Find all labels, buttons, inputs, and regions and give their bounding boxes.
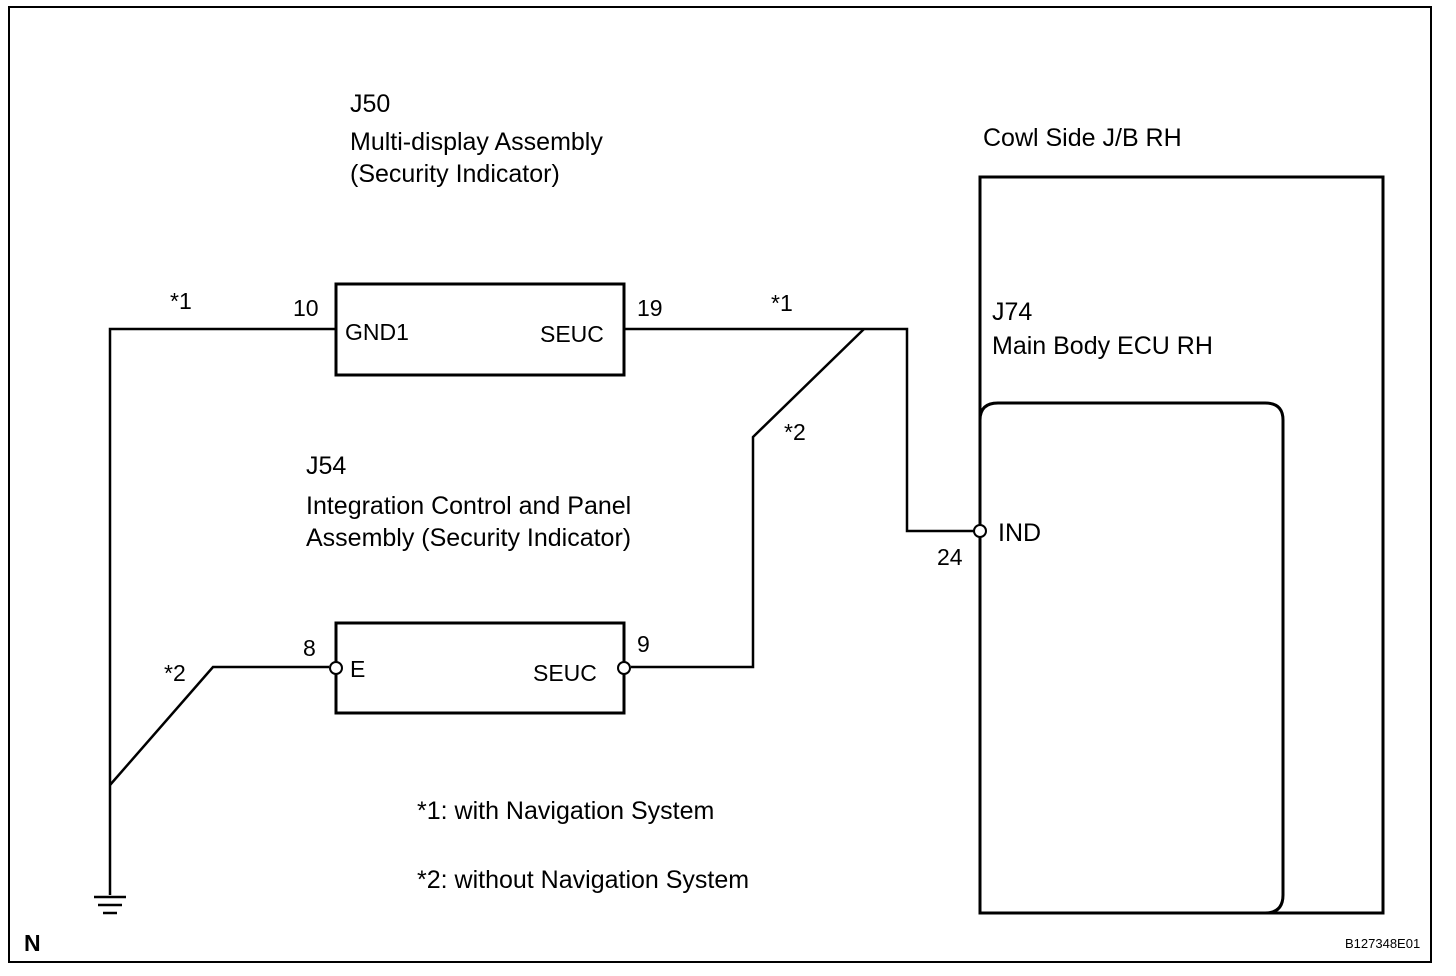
- note-without-navigation: *2: without Navigation System: [417, 866, 750, 894]
- j50-pin-seuc-number: 19: [637, 295, 663, 321]
- note-with-navigation: *1: with Navigation System: [417, 797, 715, 825]
- pin-ind-terminal: [973, 524, 987, 538]
- pin-j54-seuc-terminal: [617, 661, 631, 675]
- junction-block-title: Cowl Side J/B RH: [983, 124, 1182, 152]
- ecu-pin-ind-label: IND: [998, 519, 1042, 547]
- ecu-code: J74: [992, 298, 1033, 326]
- figure-id: B127348E01: [1345, 936, 1421, 951]
- j54-code: J54: [306, 452, 347, 480]
- wire-ground-no-nav: [109, 665, 329, 786]
- mark-ground-nav: *1: [170, 288, 192, 314]
- mark-ground-no-nav: *2: [164, 660, 186, 686]
- j54-pin-seuc-number: 9: [637, 631, 650, 657]
- wire-seuc-nav: [624, 327, 974, 533]
- main-body-ecu-box: [978, 401, 1285, 915]
- j50-pin-gnd-number: 10: [293, 295, 319, 321]
- diagram-frame: [8, 6, 1432, 963]
- j50-code: J50: [350, 90, 391, 118]
- j54-name-line2: Assembly (Security Indicator): [306, 524, 632, 552]
- j50-pin-seuc-label: SEUC: [540, 321, 604, 347]
- j54-pin-e-number: 8: [303, 635, 316, 661]
- j54-pin-e-label: E: [350, 656, 366, 682]
- j50-name: Multi-display Assembly: [350, 128, 603, 156]
- ground-icon: [94, 895, 126, 915]
- mark-seuc-no-nav: *2: [784, 419, 806, 445]
- j54-pin-seuc-label: SEUC: [533, 660, 597, 686]
- mark-seuc-nav: *1: [771, 290, 793, 316]
- j54-name-line1: Integration Control and Panel: [306, 492, 632, 520]
- corner-mark: N: [24, 930, 41, 956]
- j50-pin-gnd-label: GND1: [345, 319, 409, 345]
- pin-e-terminal: [329, 661, 343, 675]
- ecu-name: Main Body ECU RH: [992, 332, 1213, 360]
- wire-ground-nav: [108, 327, 336, 895]
- j50-subtitle: (Security Indicator): [350, 160, 560, 188]
- ecu-pin-ind-number: 24: [937, 544, 963, 570]
- wire-seuc-no-nav: [631, 328, 865, 669]
